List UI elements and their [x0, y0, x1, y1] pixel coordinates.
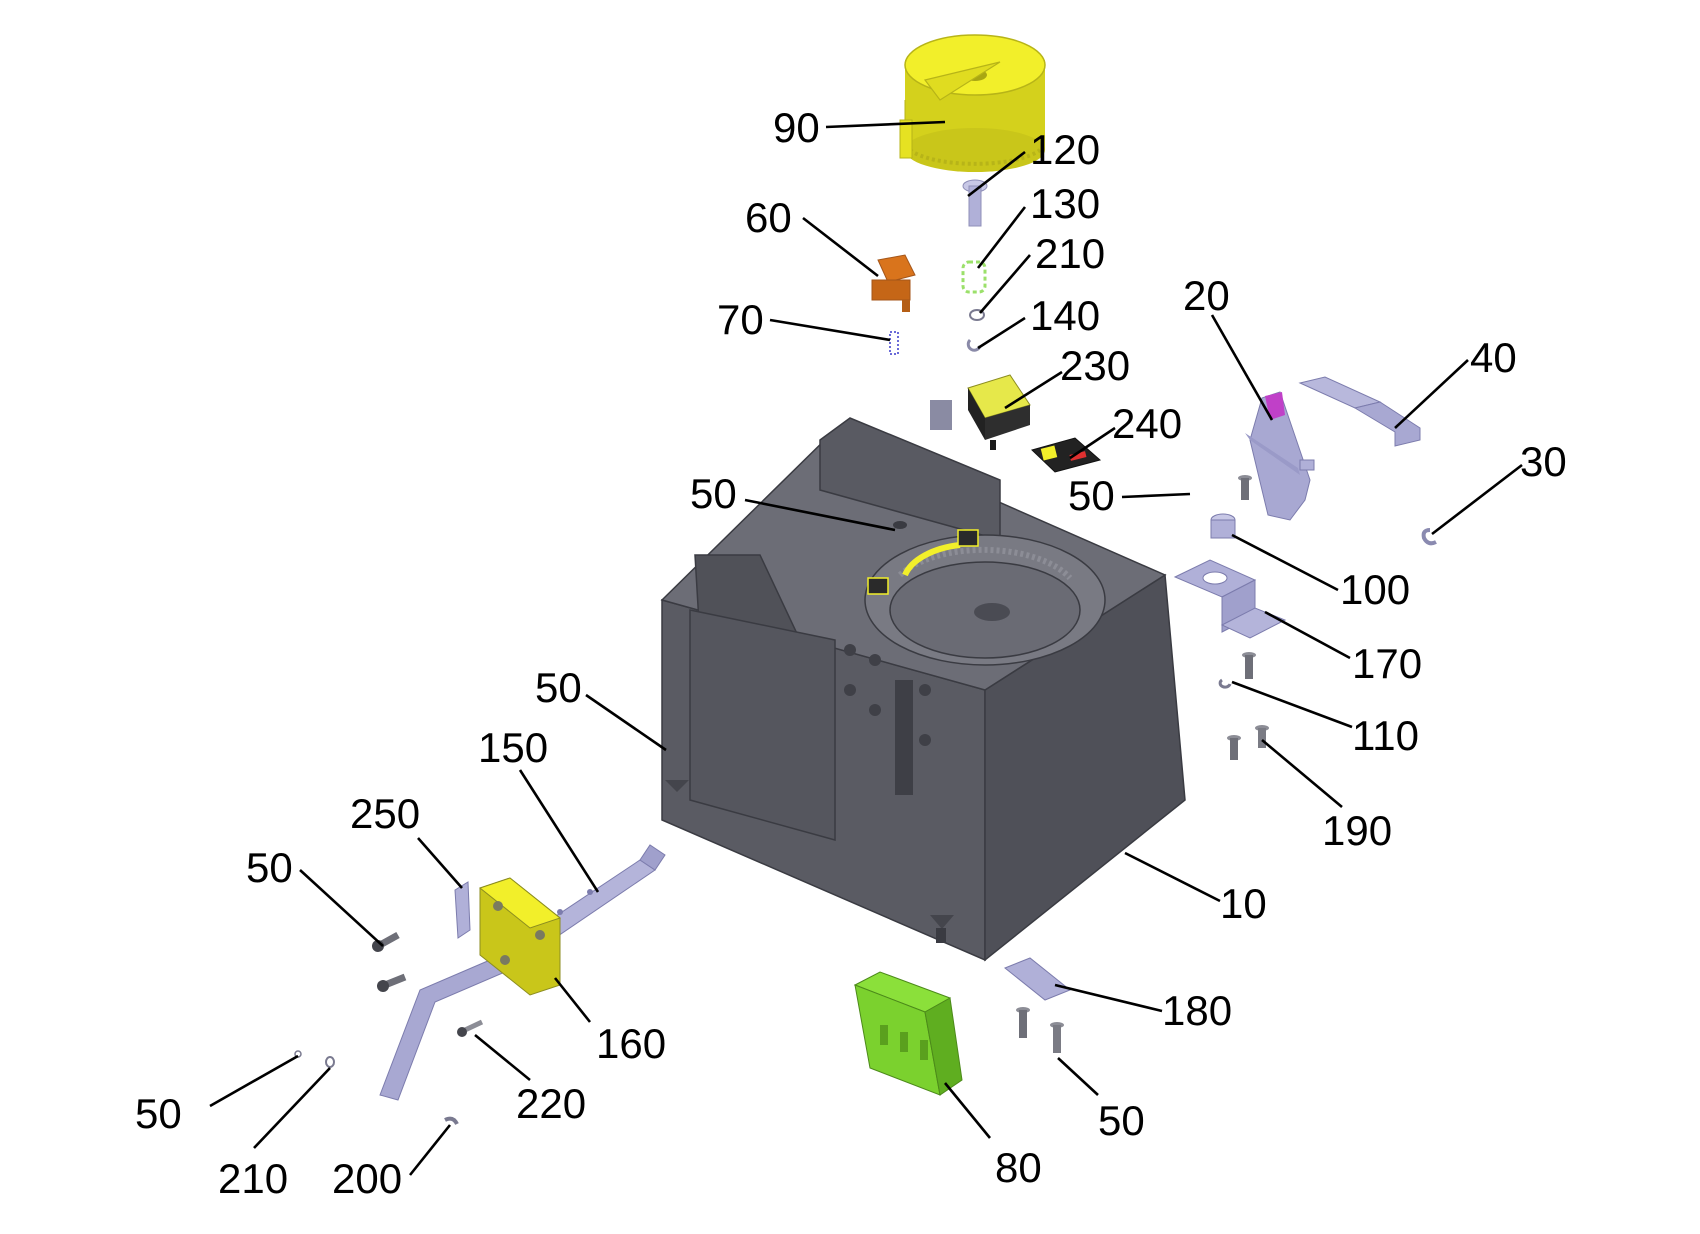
adjustment-dial: [899, 34, 1046, 172]
bracket-40: [1298, 376, 1421, 447]
bracket-170: [1173, 559, 1287, 639]
screw-110: [1218, 652, 1256, 689]
callout-20: 20: [1183, 272, 1230, 319]
main-housing: [660, 400, 1186, 962]
callout-160: 160: [596, 1020, 666, 1067]
screw-50-lever: [1238, 475, 1252, 500]
clip-30: [1421, 528, 1437, 546]
callout-170: 170: [1352, 640, 1422, 687]
screw-50-housing: [893, 521, 907, 529]
callout-50-left-housing: 50: [535, 664, 582, 711]
callout-40: 40: [1470, 334, 1517, 381]
leader-lines: [209, 120, 1523, 1176]
callout-210-bottom: 210: [218, 1155, 288, 1202]
screw-190: [1227, 725, 1269, 760]
washer-210-bottom: [325, 1056, 335, 1068]
callout-30: 30: [1520, 438, 1567, 485]
washer-210-top: [969, 309, 985, 321]
callout-180: 180: [1162, 987, 1232, 1034]
label-240: [1031, 437, 1102, 473]
plate-180: [1004, 957, 1071, 1001]
callout-220: 50: [135, 1090, 182, 1137]
small-spring-70: [889, 331, 899, 355]
clip-140: [966, 338, 982, 352]
holder-80: [853, 971, 963, 1096]
screw-50-bottom-right: [1016, 1007, 1064, 1053]
clip-200: [444, 1116, 459, 1125]
callout-70: 70: [717, 296, 764, 343]
callout-150: 150: [478, 724, 548, 771]
callout-50-shaft: 50: [246, 844, 293, 891]
callout-10: 10: [1220, 880, 1267, 927]
callout-90: 90: [773, 104, 820, 151]
callout-250: 250: [350, 790, 420, 837]
callout-190: 190: [1322, 807, 1392, 854]
callout-230: 230: [1060, 342, 1130, 389]
cap-60: [871, 254, 916, 312]
callout-130: 130: [1030, 180, 1100, 227]
callout-50-bottom-left: 220: [516, 1080, 586, 1127]
callout-80: 80: [995, 1144, 1042, 1191]
callout-200: 200: [332, 1155, 402, 1202]
callout-240: 240: [1112, 400, 1182, 447]
callout-50-housing: 50: [690, 470, 737, 517]
callout-50-lever: 50: [1068, 472, 1115, 519]
callout-140: 140: [1030, 292, 1100, 339]
screw-50-left: [372, 931, 407, 992]
plate-250: [454, 881, 471, 939]
callout-110: 110: [1352, 712, 1419, 759]
bearing-plate-160: [478, 877, 562, 996]
callout-labels: 90 120 130 60 210 70 140 20 40 230 240 3…: [135, 104, 1567, 1202]
lever-20: [1245, 391, 1315, 521]
callout-60: 60: [745, 194, 792, 241]
callout-100: 100: [1340, 566, 1410, 613]
switch-230: [967, 374, 1031, 450]
screw-120: [962, 179, 988, 227]
bushing-100: [1210, 513, 1236, 539]
callout-50-bottom-right: 50: [1098, 1097, 1145, 1144]
screw-50-bottom-left: [457, 1019, 484, 1037]
callout-210-top: 210: [1035, 230, 1105, 277]
spring-130: [961, 260, 987, 294]
callout-120: 120: [1030, 126, 1100, 173]
